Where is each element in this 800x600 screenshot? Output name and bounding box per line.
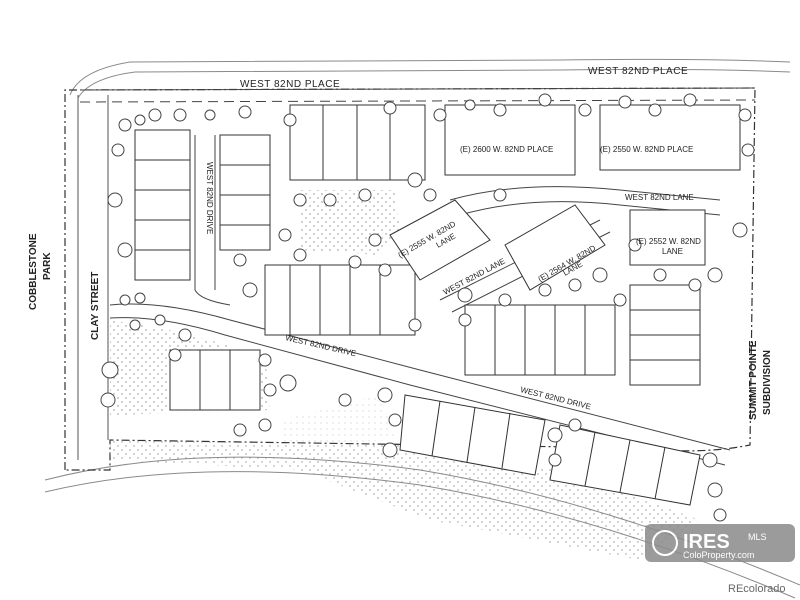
west-82nd-drive-vertical — [194, 135, 231, 306]
address-2600: (E) 2600 W. 82ND PLACE — [460, 145, 553, 154]
label-subdivision: SUBDIVISION — [762, 350, 773, 415]
label-park: PARK — [42, 252, 53, 280]
west-82nd-place-road — [79, 87, 756, 103]
label-west-82nd-lane: WEST 82ND LANE — [625, 193, 694, 202]
label-west-82nd-place-right: WEST 82ND PLACE — [588, 66, 688, 77]
buildings — [134, 104, 741, 506]
watermark-mls: MLS — [748, 532, 767, 542]
label-clay-street: CLAY STREET — [90, 272, 101, 340]
label-summit-pointe: SUMMIT POINTE — [748, 340, 759, 420]
address-2550: (E) 2550 W. 82ND PLACE — [600, 145, 693, 154]
ires-watermark: IRES MLS ColoProperty.com — [645, 524, 795, 562]
roundabout — [279, 374, 297, 392]
trees — [100, 93, 755, 522]
watermark-brand: IRES — [683, 531, 730, 553]
clay-street-lines — [77, 95, 109, 460]
watermark-site: ColoProperty.com — [683, 550, 754, 560]
address-2552-line1: (E) 2552 W. 82ND — [636, 237, 701, 246]
label-cobblestone: COBBLESTONE — [28, 233, 39, 310]
label-west-82nd-drive-vertical: WEST 82ND DRIVE — [205, 162, 214, 234]
address-2552-line2: LANE — [662, 247, 683, 256]
recolorado-credit: REcolorado — [728, 583, 785, 595]
label-west-82nd-place-left: WEST 82ND PLACE — [240, 79, 340, 90]
watermark-badge — [645, 524, 795, 562]
ires-logo-icon — [652, 530, 678, 556]
